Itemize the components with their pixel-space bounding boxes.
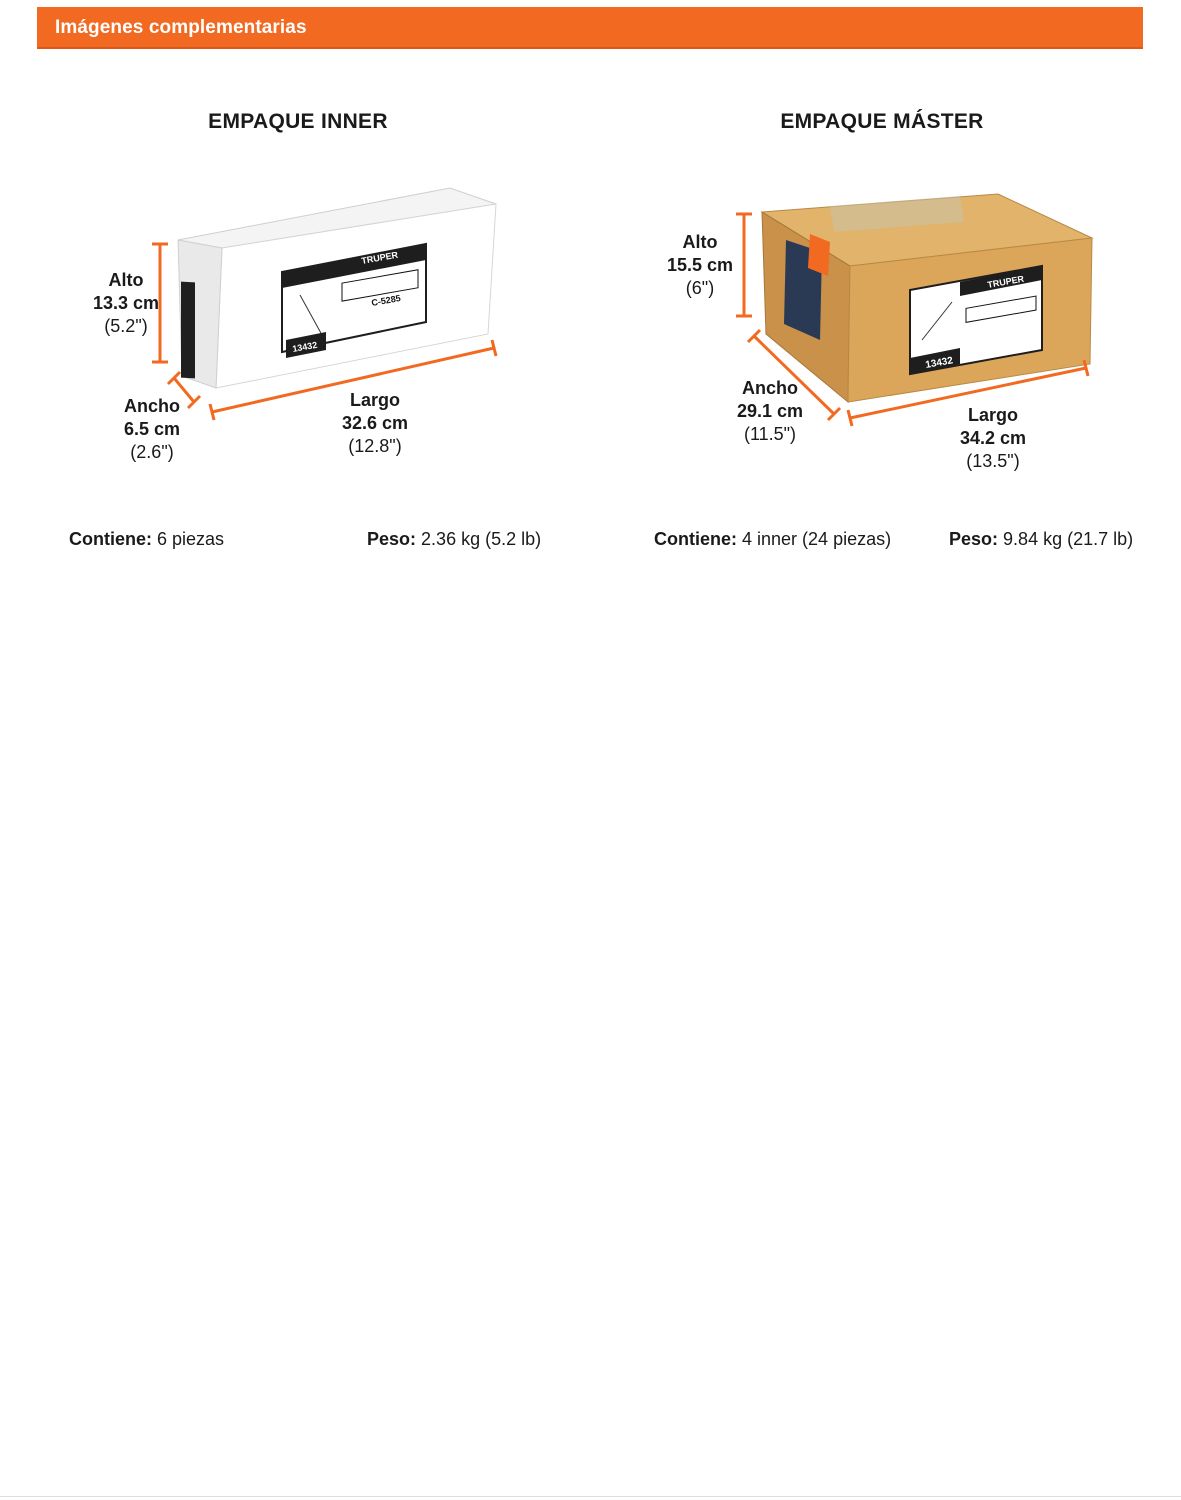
section-header-title: Imágenes complementarias — [55, 17, 307, 38]
master-contents: Contiene: 4 inner (24 piezas) — [654, 529, 892, 549]
master-box-label: TRUPER 13432 — [909, 264, 1043, 376]
master-ancho-dimension-line — [746, 328, 842, 422]
inner-contents: Contiene: 6 piezas — [69, 529, 225, 549]
svg-text:13432: 13432 — [925, 355, 955, 371]
inner-largo-label: Largo 32.6 cm (12.8") — [341, 390, 409, 456]
inner-alto-label: Alto 13.3 cm (5.2") — [92, 270, 160, 336]
svg-text:13432: 13432 — [292, 340, 318, 354]
page-bottom-divider — [0, 1496, 1181, 1497]
master-box-image: TRUPER 13432 — [736, 193, 1094, 427]
inner-alto-dimension-line — [152, 242, 168, 364]
master-alto-dimension-line — [736, 212, 752, 318]
master-package-title: EMPAQUE MÁSTER — [780, 110, 984, 133]
inner-box-image: TRUPER C-5285 13432 — [152, 187, 498, 421]
master-weight: Peso: 9.84 kg (21.7 lb) — [949, 529, 1134, 549]
master-largo-label: Largo 34.2 cm (13.5") — [959, 405, 1027, 471]
inner-package-title: EMPAQUE INNER — [208, 110, 388, 133]
master-ancho-label: Ancho 29.1 cm (11.5") — [736, 378, 804, 444]
master-alto-label: Alto 15.5 cm (6") — [666, 232, 734, 298]
master-largo-dimension-line — [846, 359, 1090, 427]
inner-weight: Peso: 2.36 kg (5.2 lb) — [367, 529, 542, 549]
inner-largo-dimension-line — [208, 339, 498, 421]
inner-ancho-dimension-line — [166, 370, 202, 410]
section-header-bar: Imágenes complementarias — [37, 7, 1143, 49]
inner-box-label: TRUPER C-5285 13432 — [281, 242, 427, 358]
inner-ancho-label: Ancho 6.5 cm (2.6") — [123, 396, 181, 462]
